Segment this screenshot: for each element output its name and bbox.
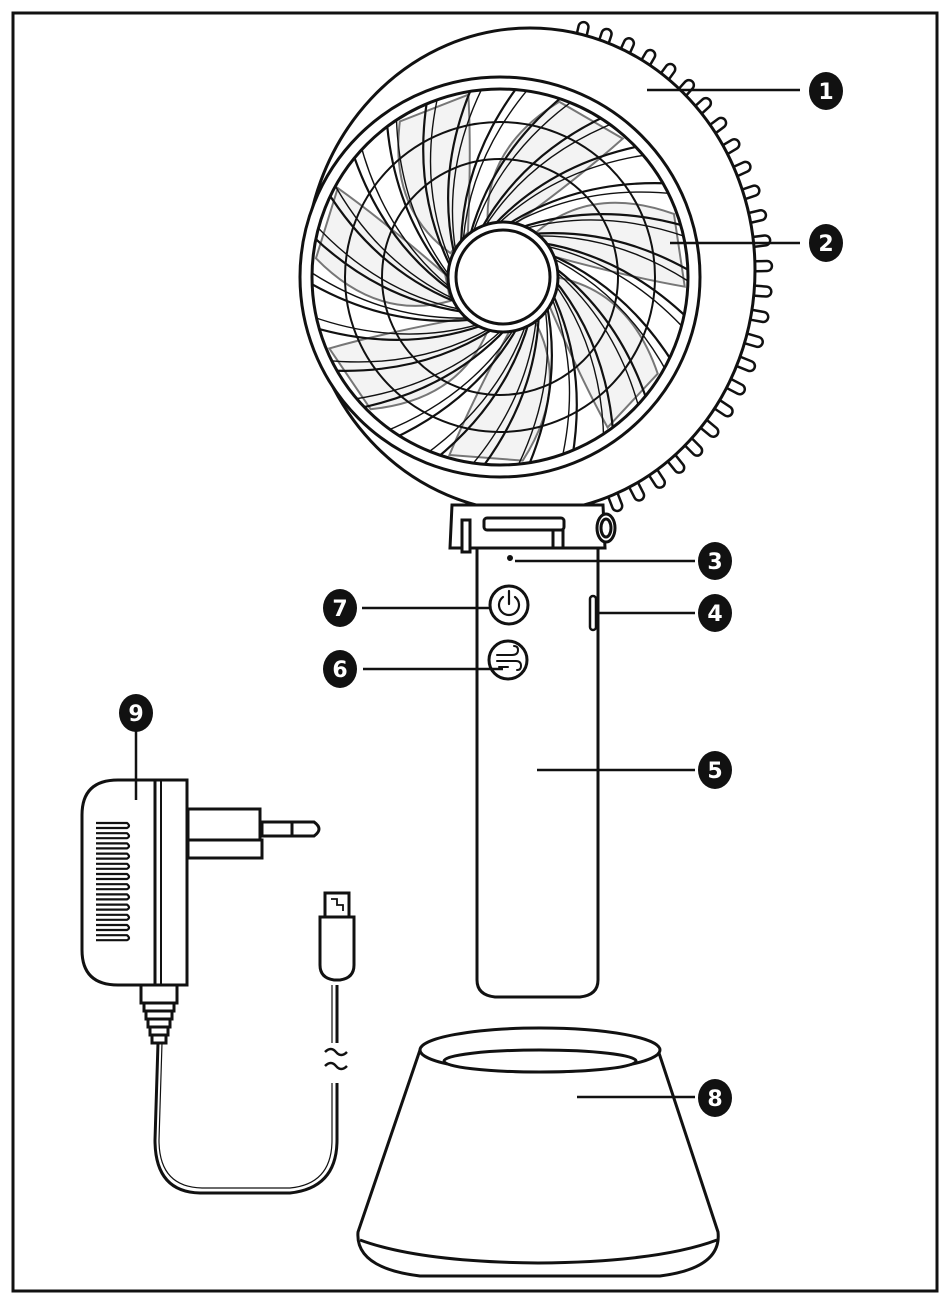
callout-6: 6: [323, 650, 357, 688]
callout-5-number: 5: [707, 759, 722, 784]
callout-7-number: 7: [332, 597, 347, 622]
callout-4-number: 4: [707, 602, 722, 627]
callout-5: 5: [698, 751, 732, 789]
callout-8: 8: [698, 1079, 732, 1117]
fan-hub-inner: [456, 230, 550, 324]
power-button[interactable]: [490, 586, 528, 624]
callout-6-number: 6: [332, 658, 347, 683]
usb-connector: [320, 893, 354, 980]
callout-9: 9: [119, 694, 153, 732]
wavy-break-icon: [325, 1049, 347, 1069]
fan-joint: [450, 505, 615, 552]
callout-9-number: 9: [128, 702, 143, 727]
power-adapter: [82, 780, 319, 1043]
callout-7: 7: [323, 589, 357, 627]
callout-1: 1: [809, 72, 843, 110]
callout-8-number: 8: [707, 1087, 722, 1112]
callout-2: 2: [809, 224, 843, 262]
base-stand: [358, 1028, 718, 1276]
speed-button[interactable]: [489, 641, 527, 679]
indicator-light: [507, 555, 513, 561]
callout-3-number: 3: [707, 550, 722, 575]
callout-4: 4: [698, 594, 732, 632]
charging-cable: [155, 985, 347, 1193]
callout-2-number: 2: [818, 232, 833, 257]
usb-socket: [590, 596, 596, 630]
callout-1-number: 1: [818, 80, 833, 105]
fan-head: [300, 21, 772, 512]
callout-3: 3: [698, 542, 732, 580]
